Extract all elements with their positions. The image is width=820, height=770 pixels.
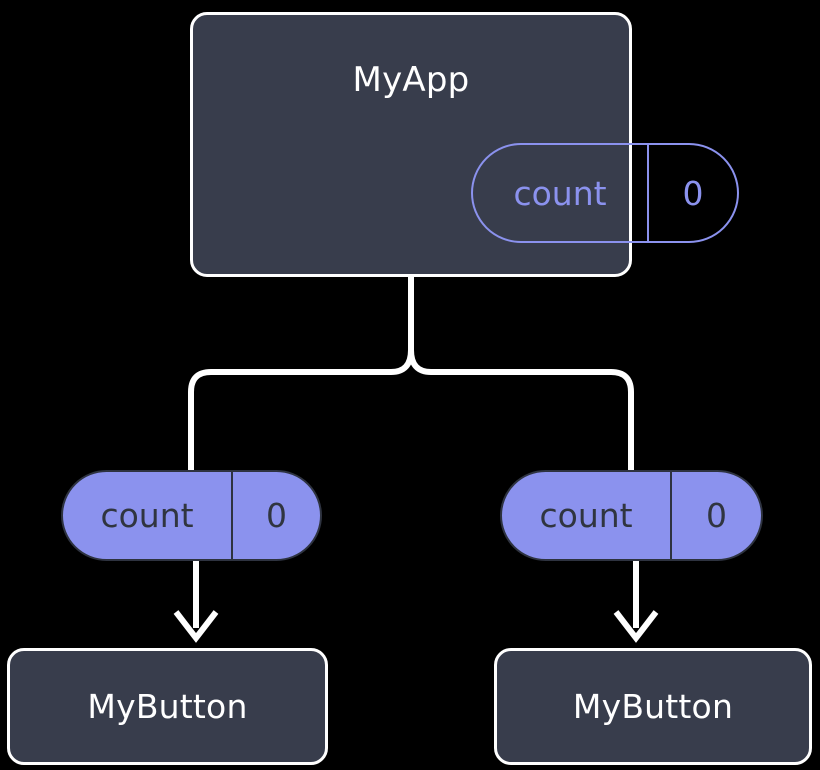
tree-split-connector-right — [408, 274, 634, 481]
state-pill-root[interactable]: count 0 — [471, 143, 739, 243]
state-pill-branch-left-value: 0 — [231, 472, 320, 559]
component-title-mybutton-left: MyButton — [87, 687, 248, 726]
state-pill-root-key: count — [513, 173, 607, 213]
component-node-mybutton-left[interactable]: MyButton — [7, 648, 328, 765]
state-pill-branch-right-value: 0 — [670, 472, 761, 559]
component-node-myapp[interactable]: MyApp count 0 — [190, 12, 739, 277]
state-pill-root-value: 0 — [647, 145, 737, 241]
tree-split-connector — [188, 274, 414, 481]
down-arrow-icon-left — [173, 610, 219, 643]
component-title-myapp: MyApp — [352, 60, 470, 100]
down-arrow-icon-right — [613, 610, 659, 643]
state-pill-branch-left[interactable]: count 0 — [61, 470, 322, 561]
state-pill-branch-right-key: count — [539, 496, 633, 535]
state-pill-branch-left-key: count — [100, 496, 194, 535]
component-node-mybutton-right[interactable]: MyButton — [494, 648, 812, 765]
component-title-mybutton-right: MyButton — [572, 687, 734, 726]
state-pill-branch-right[interactable]: count 0 — [500, 470, 763, 561]
